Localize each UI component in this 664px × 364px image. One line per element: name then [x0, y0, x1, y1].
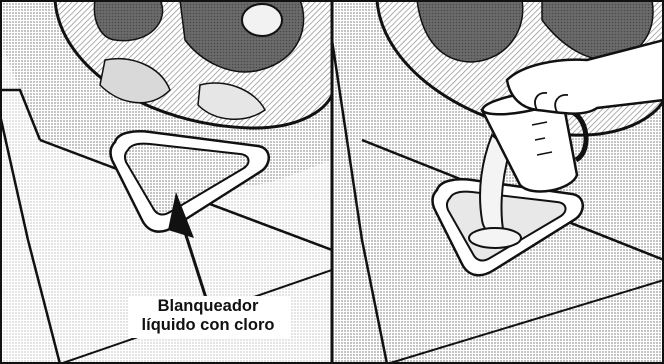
left-panel-dispenser-view: Blanqueador líquido con cloro [0, 0, 332, 364]
right-panel-illustration [332, 0, 664, 364]
callout-line-2: líquido con cloro [141, 316, 275, 334]
agitator-cap [241, 3, 283, 37]
right-panel-pouring-view [332, 0, 664, 364]
callout-line-1: Blanqueador [157, 297, 259, 315]
bleach-callout-label: Blanqueador líquido con cloro [128, 297, 288, 335]
bleach-puddle [468, 227, 522, 249]
